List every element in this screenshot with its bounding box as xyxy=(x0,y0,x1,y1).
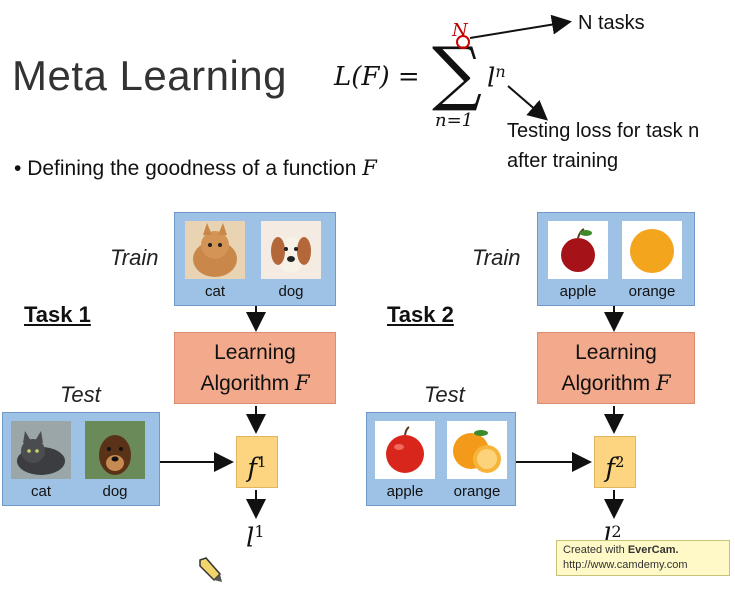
task2-loss-label: l xyxy=(603,523,612,554)
n-tasks-arrow xyxy=(469,14,572,39)
task2-test-images: apple orange xyxy=(366,412,516,506)
task2-algo-line2-text: Algorithm xyxy=(561,372,651,395)
sigma-symbol: ∑ xyxy=(432,32,482,114)
testing-loss-arrow xyxy=(507,85,549,121)
task1-algo-line2-text: Algorithm xyxy=(200,372,290,395)
task2-f-label: f xyxy=(605,453,616,484)
task1-train-caption-2: dog xyxy=(278,283,304,300)
task1-test-caption-2: dog xyxy=(102,483,128,500)
evercam-watermark[interactable]: Created with EverCam. http://www.camdemy… xyxy=(556,540,730,576)
bullet-var: F xyxy=(362,156,377,180)
task2-loss-sup: 2 xyxy=(611,522,622,541)
task1-learning-algorithm-box: Learning Algorithm F xyxy=(174,332,336,404)
task1-train-images: cat dog xyxy=(174,212,336,306)
task2-test-caption-2: orange xyxy=(453,483,501,500)
pencil-cursor-icon xyxy=(196,556,224,589)
bullet-text: Defining the goodness of a function xyxy=(27,157,357,180)
note-testing-line2: after training xyxy=(507,150,619,172)
task2-loss: l2 xyxy=(603,522,622,554)
bullet-dot: • xyxy=(14,157,28,180)
task1-train-cat-image xyxy=(185,221,245,279)
watermark-url[interactable]: http://www.camdemy.com xyxy=(563,559,688,571)
task1-label: Task 1 xyxy=(24,302,91,327)
sum-term-sup: n xyxy=(495,62,506,81)
task2-train-caption-2: orange xyxy=(628,283,676,300)
task1-algo-line2: Algorithm F xyxy=(175,368,335,399)
task1-train-label: Train xyxy=(110,245,159,270)
task1-test-cat-image xyxy=(11,421,71,479)
task2-function-box: f2 xyxy=(594,436,636,488)
note-testing-line1: Testing loss for task n xyxy=(507,120,700,142)
task2-algo-line2: Algorithm F xyxy=(538,368,694,399)
task1-loss-label: l xyxy=(246,523,255,554)
n-highlight-circle xyxy=(456,35,470,49)
task2-algo-line1: Learning xyxy=(575,341,657,364)
task2-test-label: Test xyxy=(424,382,465,407)
task1-f-sup: 1 xyxy=(257,453,267,471)
task2-test-apple-image xyxy=(375,421,435,479)
task1-train-caption-1: cat xyxy=(204,283,225,300)
task1-loss-sup: 1 xyxy=(254,522,265,541)
task1-algo-line1: Learning xyxy=(214,341,296,364)
sum-lower-limit: n=1 xyxy=(435,110,474,131)
sum-term: ln xyxy=(487,62,506,94)
task2-test-orange-image xyxy=(447,421,507,479)
note-n-tasks: N tasks xyxy=(578,12,645,34)
task1-algo-var: F xyxy=(294,371,310,395)
task1-function-box: f1 xyxy=(236,436,278,488)
task1-f-label: f xyxy=(247,453,258,484)
task2-label: Task 2 xyxy=(387,302,454,327)
task1-train-dog-image xyxy=(261,221,321,279)
watermark-line1: Created with EverCam. xyxy=(563,543,723,558)
task1-test-caption-1: cat xyxy=(30,483,51,500)
formula-lhs: L(F) = xyxy=(334,62,420,92)
task2-f-sup: 2 xyxy=(615,453,625,471)
task1-test-label: Test xyxy=(60,382,101,407)
watermark-brand: EverCam. xyxy=(627,544,679,556)
task1-test-dog-image xyxy=(85,421,145,479)
task1-loss: l1 xyxy=(246,522,265,554)
page-title: Meta Learning xyxy=(12,52,288,99)
bullet-line: • Defining the goodness of a function F xyxy=(14,156,377,181)
task2-train-caption-1: apple xyxy=(559,283,597,300)
task2-train-label: Train xyxy=(472,245,521,270)
task2-train-orange-image xyxy=(622,221,682,279)
watermark-prefix: Created with xyxy=(563,544,625,556)
sum-term-base: l xyxy=(487,63,496,94)
task2-train-apple-image xyxy=(548,221,608,279)
task2-train-images: apple orange xyxy=(537,212,695,306)
task1-test-images: cat dog xyxy=(2,412,160,506)
task2-learning-algorithm-box: Learning Algorithm F xyxy=(537,332,695,404)
task2-test-caption-1: apple xyxy=(386,483,424,500)
task2-algo-var: F xyxy=(655,371,671,395)
